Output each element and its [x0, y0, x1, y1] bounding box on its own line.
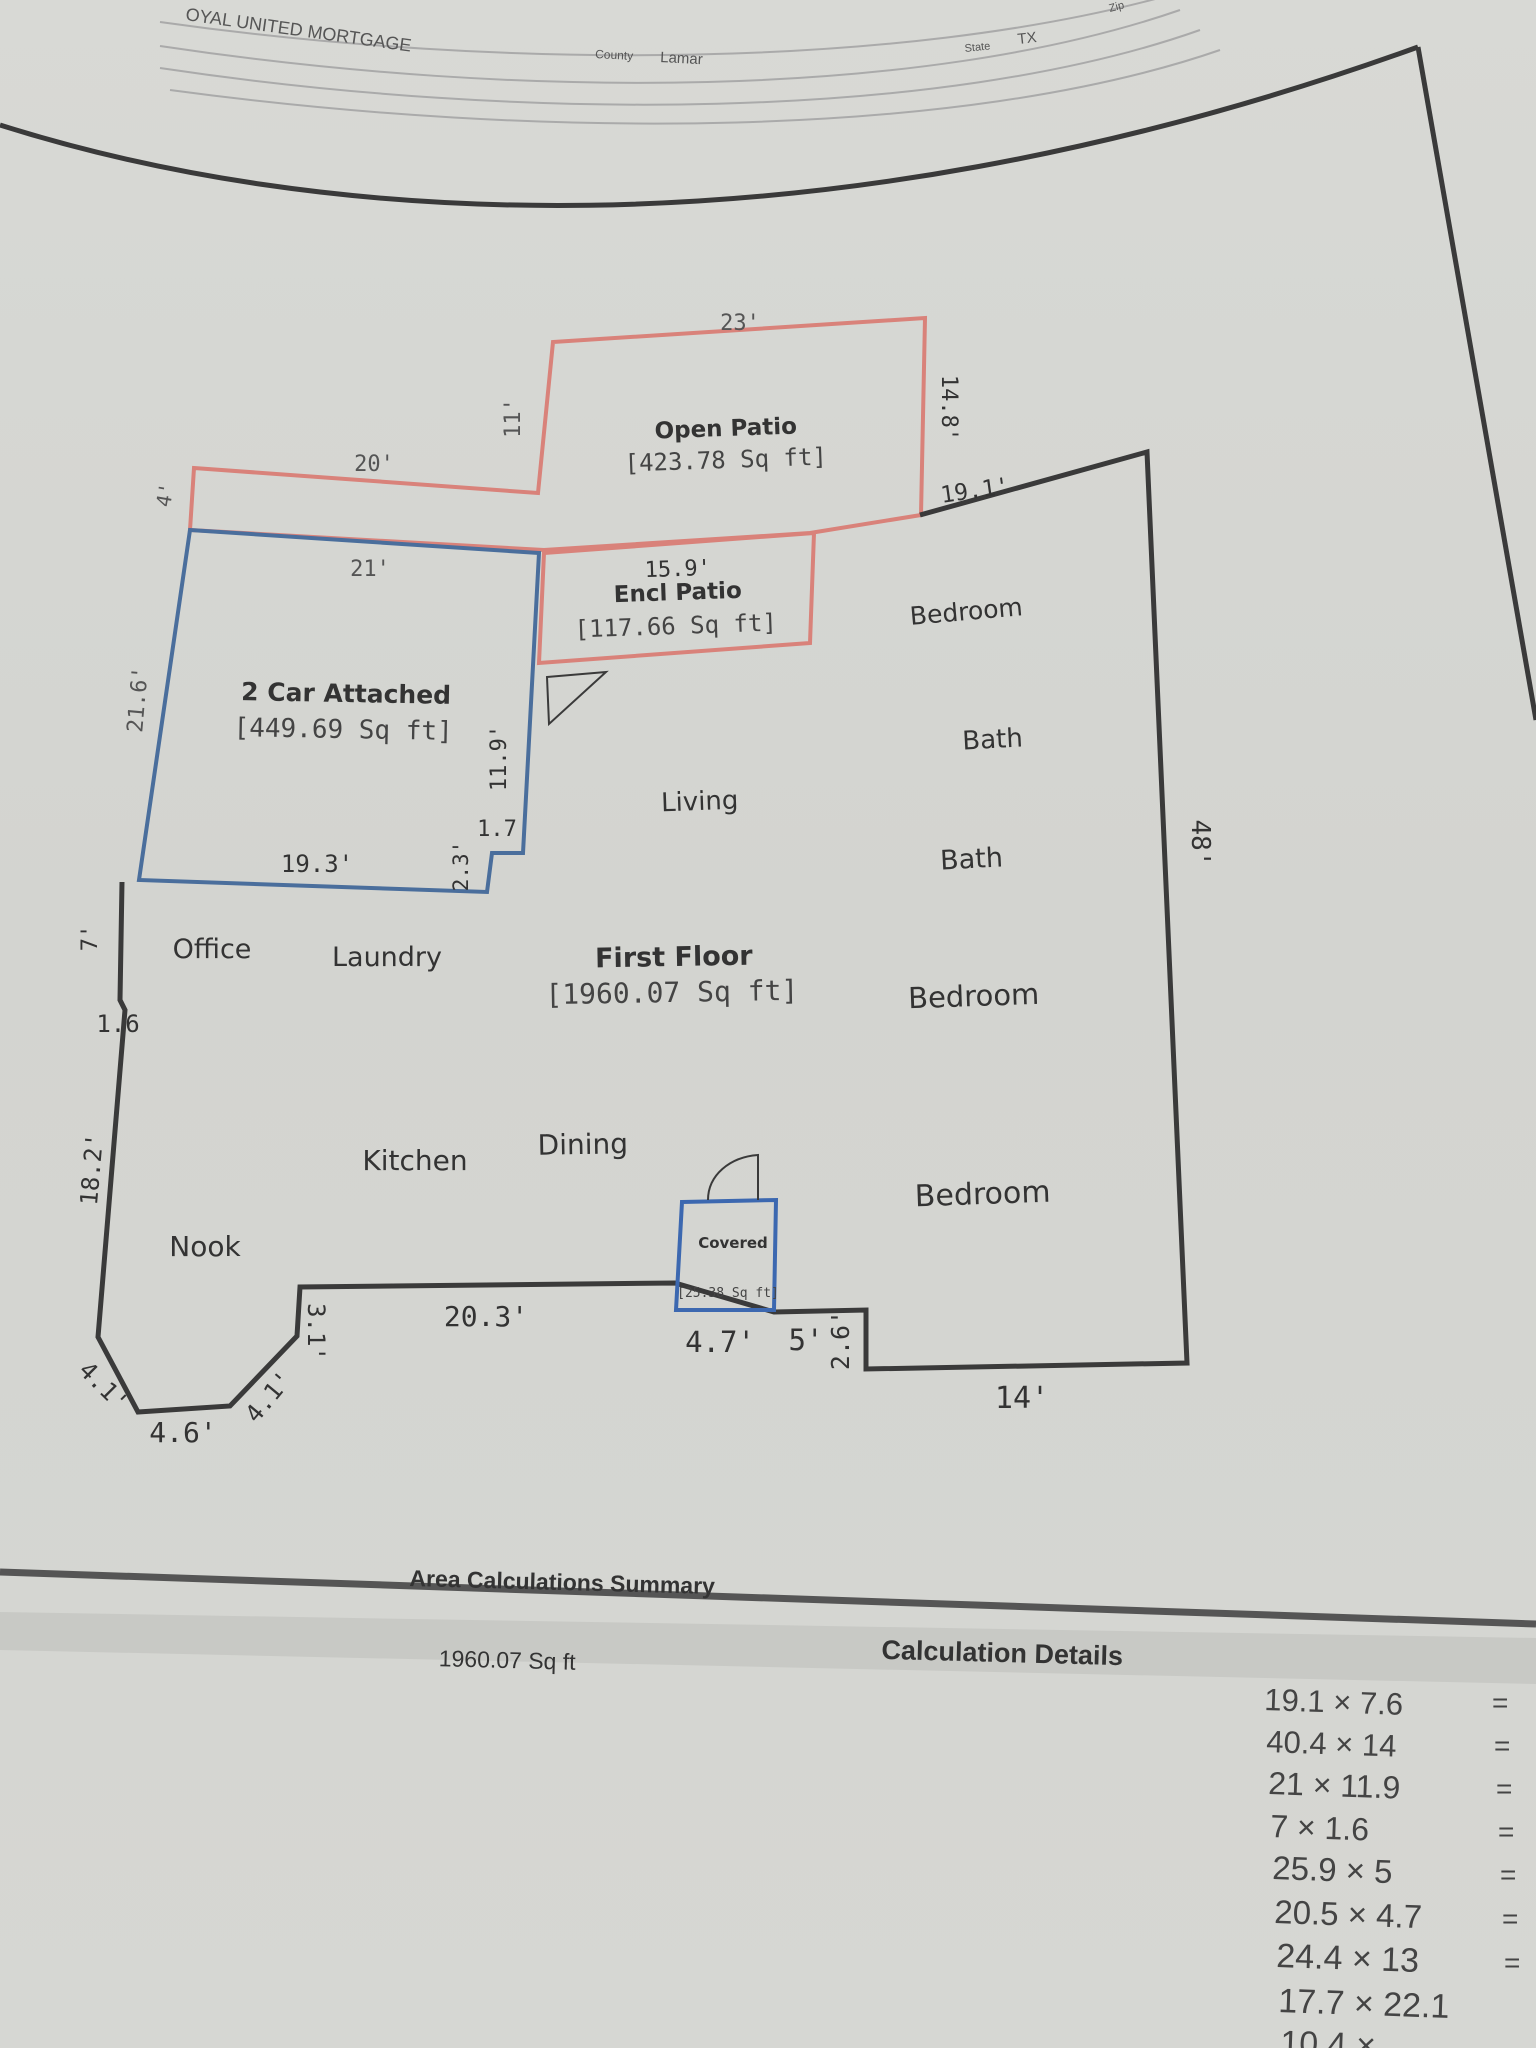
dim-label: 21.6' — [123, 665, 154, 733]
garage-title: 2 Car Attached — [241, 677, 451, 710]
dim-label: 4.1' — [240, 1366, 299, 1428]
dim-label: 4.7' — [685, 1325, 755, 1359]
dim-label: 1.7 — [477, 817, 517, 842]
room-dining: Dining — [537, 1127, 628, 1162]
calc-row: 19.1 × 7.6 — [1264, 1682, 1404, 1722]
dim-label: 2.6' — [826, 1310, 855, 1370]
summary-divider — [0, 1568, 1536, 1628]
calc-list: 19.1 × 7.6 40.4 × 14 21 × 11.9 7 × 1.6 2… — [1264, 1682, 1450, 2048]
dim-label: 19.1' — [939, 473, 1011, 508]
calc-row: 25.9 × 5 — [1272, 1849, 1393, 1890]
header-line — [169, 49, 1221, 125]
calc-row: 7 × 1.6 — [1270, 1808, 1370, 1847]
header-line — [159, 29, 1201, 106]
state-label: State — [964, 40, 991, 55]
room-nook: Nook — [169, 1230, 241, 1263]
summary-total: 1960.07 Sq ft — [438, 1645, 576, 1675]
page-border-curve — [0, 44, 1419, 208]
dim-label: 21' — [350, 557, 390, 582]
room-office: Office — [173, 934, 252, 965]
calc-row: 20.5 × 4.7 — [1274, 1893, 1423, 1935]
room-bath-1: Bath — [962, 723, 1024, 756]
county-value: Lamar — [660, 49, 703, 68]
room-bedroom-2: Bedroom — [908, 977, 1040, 1016]
garage-outline — [136, 527, 542, 895]
dim-label: 4.6' — [149, 1416, 216, 1449]
equals-sign: = — [1502, 1903, 1518, 1934]
equals-sign: = — [1504, 1947, 1520, 1978]
garage-area: [449.69 Sq ft] — [233, 713, 453, 747]
first-floor-outline — [95, 448, 1190, 1415]
dim-label: 14.8' — [936, 375, 961, 441]
equals-sign: = — [1500, 1859, 1516, 1890]
equals-sign: = — [1492, 1687, 1508, 1718]
calc-row-partial: 10.4 × — [1280, 2024, 1377, 2048]
state-value: TX — [1017, 29, 1038, 48]
equals-sign: = — [1496, 1773, 1512, 1804]
zip-label: Zip — [1108, 0, 1126, 15]
door-swing-icon — [707, 1153, 759, 1201]
dim-label: 2.3' — [449, 841, 473, 892]
room-bedroom-1: Bedroom — [909, 592, 1024, 631]
covered-area: [25.38 Sq ft] — [677, 1286, 779, 1301]
dim-label: 3.1' — [302, 1303, 330, 1361]
encl-patio-outline — [536, 530, 817, 666]
details-band — [0, 1612, 1536, 1684]
summary-title: Area Calculations Summary — [409, 1565, 715, 1599]
dim-label: 19.3' — [281, 850, 353, 878]
dim-label: 1.6 — [96, 1010, 139, 1038]
dim-label: 20' — [354, 452, 394, 477]
calc-row: 24.4 × 13 — [1276, 1937, 1420, 1980]
dim-label: 23' — [720, 311, 760, 336]
covered-title: Covered — [698, 1234, 768, 1252]
dim-label: 18.2' — [75, 1132, 109, 1206]
room-laundry: Laundry — [332, 942, 442, 973]
calc-row: 40.4 × 14 — [1266, 1724, 1397, 1764]
encl-patio-area: [117.66 Sq ft] — [574, 608, 777, 643]
first-floor-title: First Floor — [595, 941, 754, 975]
dim-label: 11.9' — [487, 725, 512, 791]
covered-outline — [673, 1197, 779, 1312]
dim-label: 15.9' — [644, 556, 711, 583]
dim-label: 4' — [151, 481, 179, 509]
header-line — [159, 0, 1156, 57]
room-kitchen: Kitchen — [362, 1144, 467, 1177]
equals-sign: = — [1498, 1816, 1514, 1847]
dim-label: 20.3' — [444, 1300, 528, 1333]
dim-label: 7' — [78, 925, 103, 952]
open-patio-title: Open Patio — [654, 414, 797, 445]
open-patio-outline — [187, 315, 928, 553]
county-label: County — [595, 47, 634, 63]
dim-label: 11' — [501, 398, 526, 438]
calc-row: 21 × 11.9 — [1268, 1765, 1401, 1806]
dim-label: 5' — [789, 1323, 824, 1357]
equals-column: = = = = = = = — [1492, 1687, 1520, 1978]
fireplace-icon — [545, 670, 609, 727]
details-title: Calculation Details — [881, 1635, 1123, 1671]
calc-row: 17.7 × 22.1 — [1278, 1982, 1450, 2026]
equals-sign: = — [1494, 1730, 1510, 1761]
room-living: Living — [661, 786, 739, 819]
page-border-right — [1415, 46, 1536, 721]
room-bedroom-3: Bedroom — [914, 1175, 1051, 1215]
dim-label: 14' — [995, 1381, 1049, 1416]
room-bath-2: Bath — [939, 842, 1003, 876]
dim-label: 48' — [1185, 820, 1215, 867]
open-patio-area: [423.78 Sq ft] — [624, 442, 827, 477]
first-floor-area: [1960.07 Sq ft] — [545, 974, 798, 1011]
header-line — [159, 9, 1181, 84]
encl-patio-title: Encl Patio — [613, 578, 742, 608]
